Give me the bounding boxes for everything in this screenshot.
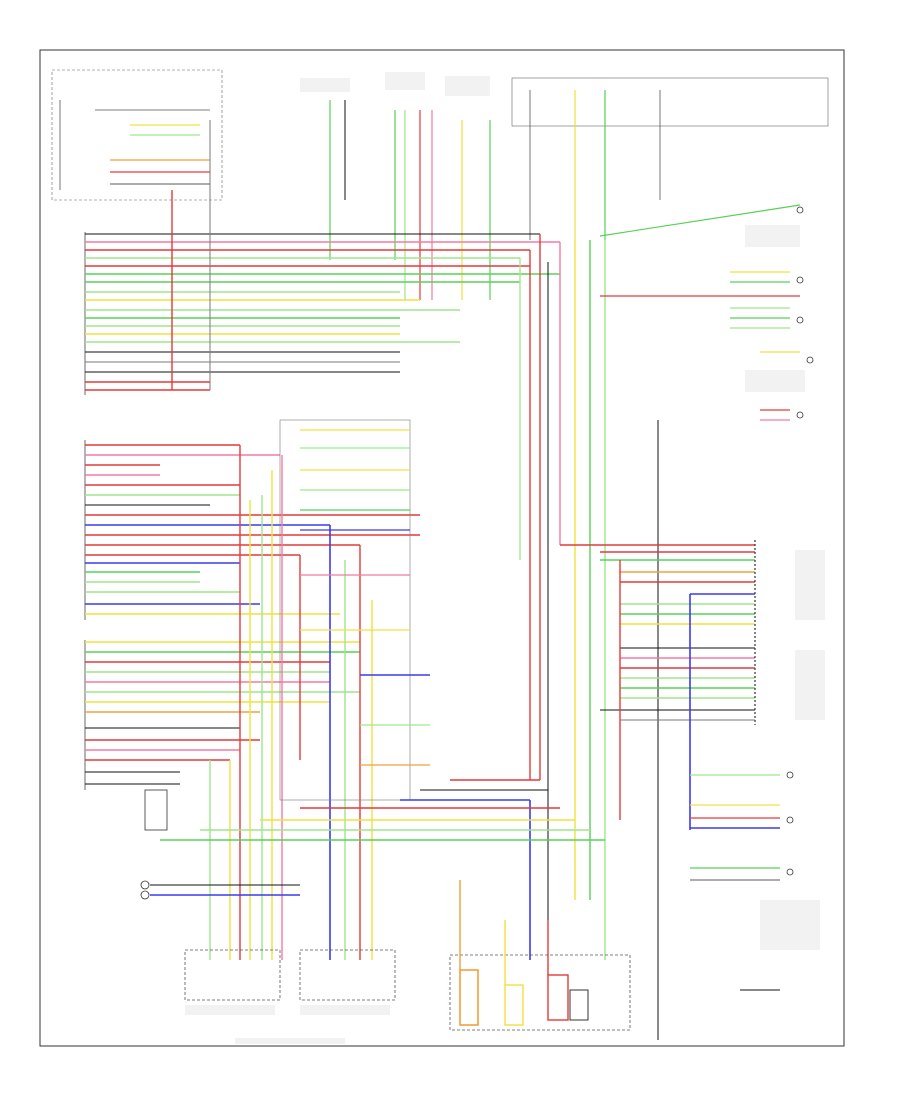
ecu-lower-harness: [84, 640, 360, 790]
ecu-upper-harness: [84, 232, 560, 395]
bottom-runs: [160, 779, 605, 960]
top-center-sensor-leads: [329, 100, 491, 300]
right-lower-switches: [690, 771, 794, 991]
top-left-switch-block: [51, 69, 223, 201]
right-ecu-connector: [560, 540, 756, 830]
top-connector-block: [511, 77, 829, 240]
label-placeholders: [185, 72, 825, 1044]
right-upper-switches: [599, 204, 814, 421]
center-drops: [209, 445, 373, 960]
center-ecu-block: [279, 419, 430, 801]
vertical-trunks: [171, 120, 659, 1040]
bottom-sensor-boxes: [184, 880, 631, 1031]
diagram-frame: [39, 49, 845, 1047]
left-lower-components: [140, 789, 300, 900]
ecu-middle-harness: [84, 440, 420, 620]
